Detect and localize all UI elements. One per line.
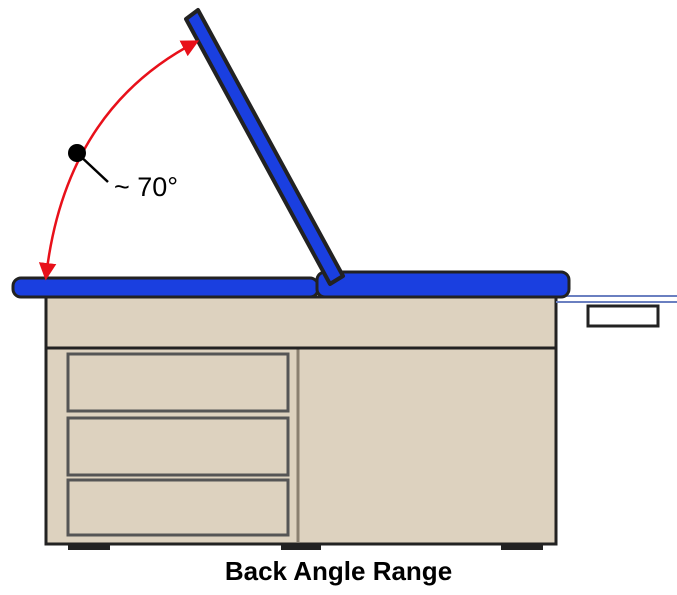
table-feet <box>68 544 543 550</box>
angle-indicator: ~ 70° <box>38 40 200 281</box>
table-apron <box>44 295 558 350</box>
foot-left <box>68 544 110 550</box>
cushion-left <box>11 276 320 299</box>
cushion-right <box>315 270 571 299</box>
drawer-middle <box>66 416 290 477</box>
drawer-bottom <box>66 478 290 537</box>
angle-label: ~ 70° <box>114 172 178 202</box>
pullout-shelf <box>556 295 677 328</box>
pullout-handle <box>586 304 660 328</box>
diagram-caption: Back Angle Range <box>224 556 453 586</box>
cabinet <box>44 344 558 546</box>
back-cushion-raised <box>184 8 345 286</box>
angle-arc <box>38 40 200 281</box>
drawer-top <box>66 352 290 413</box>
leader-line <box>76 152 109 183</box>
table-top-cushions <box>11 8 571 299</box>
foot-middle <box>281 544 321 550</box>
foot-right <box>501 544 543 550</box>
